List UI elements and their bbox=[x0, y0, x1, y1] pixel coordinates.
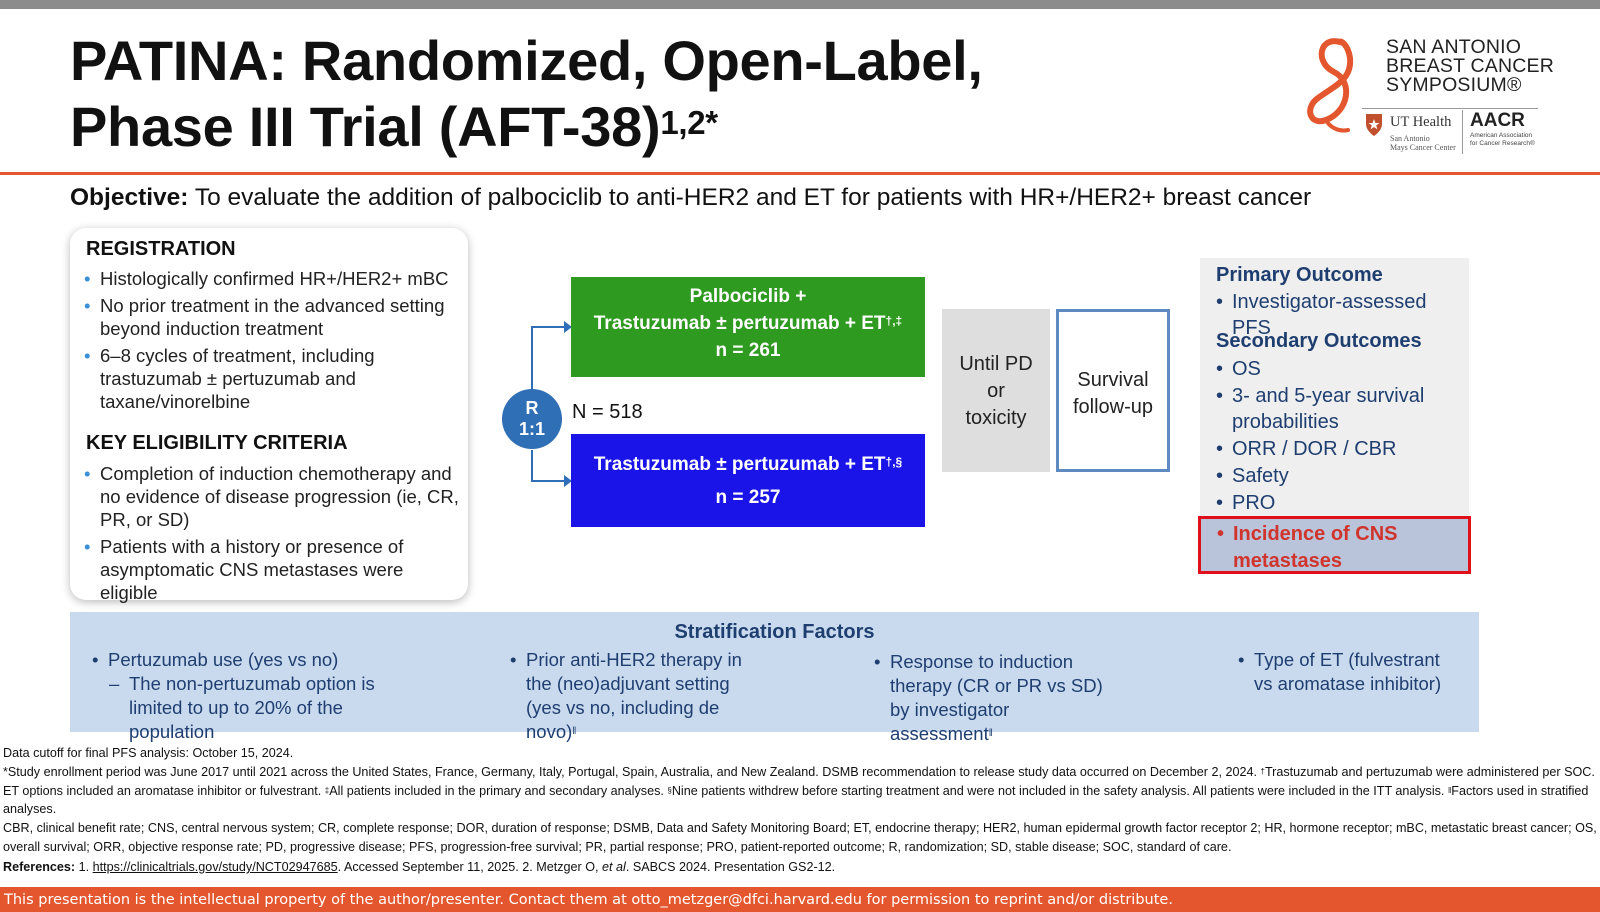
bullet-icon: • bbox=[1217, 523, 1225, 545]
objective-label: Objective: bbox=[70, 184, 189, 211]
strat-factor-induction-response: •Response to induction therapy (CR or PR… bbox=[874, 651, 1103, 744]
strat-factor-pertuzumab: •Pertuzumab use (yes vs no) –The non-per… bbox=[92, 649, 375, 742]
sabcs-wordmark: SAN ANTONIO BREAST CANCER SYMPOSIUM® bbox=[1386, 36, 1555, 96]
stratification-title: Stratification Factors bbox=[674, 621, 875, 643]
arm2-line-1: Trastuzumab ± pertuzumab + ET†,§ bbox=[593, 454, 903, 475]
bullet-icon: • bbox=[1216, 438, 1224, 460]
slide-title: PATINA: Randomized, Open-Label, Phase II… bbox=[70, 28, 1220, 160]
footnote-abbreviations: CBR, clinical benefit rate; CNS, central… bbox=[3, 821, 1597, 854]
bullet-icon: • bbox=[84, 536, 91, 557]
logo-divider-vertical bbox=[1462, 110, 1463, 154]
bullet-icon: • bbox=[84, 268, 91, 289]
clinicaltrials-link[interactable]: https://clinicaltrials.gov/study/NCT0294… bbox=[92, 860, 338, 874]
arm1-line-1: Palbociclib + bbox=[689, 286, 807, 307]
total-n-label: N = 518 bbox=[572, 401, 643, 423]
ut-shield-icon bbox=[1366, 114, 1382, 136]
objective-statement: Objective: To evaluate the addition of p… bbox=[70, 183, 1311, 213]
randomization-circle: R 1:1 bbox=[502, 389, 562, 449]
list-item: •Safety bbox=[1216, 465, 1289, 487]
footnote-cutoff: Data cutoff for final PFS analysis: Octo… bbox=[3, 746, 294, 760]
eligibility-list: •Completion of induction chemotherapy an… bbox=[84, 462, 464, 608]
list-item: •Histologically confirmed HR+/HER2+ mBC bbox=[84, 268, 449, 289]
ut-health-subtitle: San Antonio Mays Cancer Center bbox=[1390, 134, 1456, 152]
stratification-factors-panel: Stratification Factors •Pertuzumab use (… bbox=[70, 612, 1479, 744]
aacr-wordmark: AACR bbox=[1470, 110, 1525, 131]
footnote-references: References: 1. https://clinicaltrials.go… bbox=[3, 860, 836, 874]
list-item: •OS bbox=[1216, 358, 1261, 380]
sabcs-ribbon-logo bbox=[1307, 38, 1354, 133]
bullet-icon: • bbox=[1216, 465, 1224, 487]
arm1-line-2: Trastuzumab ± pertuzumab + ET†,‡ bbox=[593, 313, 903, 334]
cns-metastases-highlight: •Incidence of CNS metastases bbox=[1198, 516, 1471, 574]
secondary-outcomes-heading: Secondary Outcomes bbox=[1216, 330, 1422, 352]
primary-outcome-list: •Investigator-assessed PFS bbox=[1216, 289, 1466, 342]
bullet-icon: • bbox=[1216, 358, 1224, 380]
top-bar bbox=[0, 0, 1600, 9]
aacr-sub-line-1: American Association bbox=[1470, 132, 1533, 139]
logo-area: SAN ANTONIO BREAST CANCER SYMPOSIUM® UT … bbox=[1307, 32, 1580, 162]
eligibility-heading: KEY ELIGIBILITY CRITERIA bbox=[86, 432, 348, 454]
bullet-icon: • bbox=[84, 295, 91, 316]
randomization-label: R bbox=[525, 398, 539, 418]
bullet-icon: • bbox=[1216, 291, 1224, 313]
registration-list: •Histologically confirmed HR+/HER2+ mBC … bbox=[84, 267, 464, 417]
sabcs-line-3: SYMPOSIUM® bbox=[1386, 74, 1522, 96]
arm1-footnote-marks: †,‡ bbox=[885, 314, 903, 328]
list-item: •ORR / DOR / CBR bbox=[1216, 438, 1397, 460]
footnote-study: *Study enrollment period was June 2017 u… bbox=[3, 765, 1595, 816]
bullet-icon: • bbox=[1216, 492, 1224, 514]
until-pd-box: Until PD or toxicity bbox=[942, 309, 1050, 472]
aacr-sub-line-2: for Cancer Research® bbox=[1470, 139, 1535, 147]
list-item: •No prior treatment in the advanced sett… bbox=[84, 295, 445, 339]
title-line-1: PATINA: Randomized, Open-Label, bbox=[70, 29, 983, 92]
logo-divider-horizontal bbox=[1362, 108, 1538, 109]
title-refs: 1,2* bbox=[660, 104, 718, 141]
sabcs-line-1: SAN ANTONIO bbox=[1386, 36, 1522, 58]
secondary-outcomes-list: •OS •3- and 5-year survival probabilitie… bbox=[1216, 356, 1466, 517]
objective-text: To evaluate the addition of palbociclib … bbox=[188, 184, 1312, 211]
arm-palbociclib-box: Palbociclib + Trastuzumab ± pertuzumab +… bbox=[571, 277, 925, 377]
dash-icon: – bbox=[109, 673, 120, 694]
bullet-icon: • bbox=[84, 345, 91, 366]
list-item: •Completion of induction chemotherapy an… bbox=[84, 463, 459, 530]
copyright-notice: This presentation is the intellectual pr… bbox=[4, 892, 1173, 908]
randomization-ratio: 1:1 bbox=[518, 419, 545, 439]
ut-health-wordmark: UT Health bbox=[1390, 114, 1452, 130]
bullet-icon: • bbox=[874, 651, 881, 672]
copyright-bar: This presentation is the intellectual pr… bbox=[0, 887, 1600, 912]
list-item: •3- and 5-year survival probabilities bbox=[1216, 385, 1425, 433]
registration-heading: REGISTRATION bbox=[86, 238, 236, 260]
aacr-subtitle: American Association for Cancer Research… bbox=[1470, 132, 1535, 147]
list-item: •PRO bbox=[1216, 492, 1276, 514]
strat-factor-anti-her2: •Prior anti-HER2 therapy in the (neo)adj… bbox=[510, 649, 742, 742]
registration-card: REGISTRATION •Histologically confirmed H… bbox=[70, 228, 468, 603]
arm2-n: n = 257 bbox=[715, 487, 781, 508]
bullet-icon: • bbox=[92, 649, 99, 670]
ut-sub-line-2: Mays Cancer Center bbox=[1390, 143, 1456, 152]
list-item: •Patients with a history or presence of … bbox=[84, 536, 404, 603]
arm1-n: n = 261 bbox=[715, 340, 781, 361]
sabcs-line-2: BREAST CANCER bbox=[1386, 55, 1555, 77]
bullet-icon: • bbox=[84, 463, 91, 484]
arm-control-box: Trastuzumab ± pertuzumab + ET†,§ n = 257 bbox=[571, 434, 925, 527]
randomization-connector bbox=[531, 321, 572, 487]
title-divider bbox=[0, 172, 1600, 175]
ut-sub-line-1: San Antonio bbox=[1390, 134, 1430, 143]
bullet-icon: • bbox=[1238, 649, 1245, 670]
bullet-icon: • bbox=[1216, 385, 1224, 407]
bullet-icon: • bbox=[510, 649, 517, 670]
cns-metastases-item: •Incidence of CNS metastases bbox=[1217, 523, 1398, 572]
list-item: •Investigator-assessed PFS bbox=[1216, 291, 1427, 339]
arm2-footnote-marks: †,§ bbox=[885, 455, 903, 469]
title-line-2: Phase III Trial (AFT-38) bbox=[70, 95, 661, 158]
survival-follow-up-box: Survival follow-up bbox=[1056, 309, 1170, 472]
list-item: •6–8 cycles of treatment, including tras… bbox=[84, 345, 375, 412]
strat-factor-et-type: •Type of ET (fulvestrant vs aromatase in… bbox=[1238, 649, 1442, 694]
primary-outcome-heading: Primary Outcome bbox=[1216, 264, 1383, 286]
